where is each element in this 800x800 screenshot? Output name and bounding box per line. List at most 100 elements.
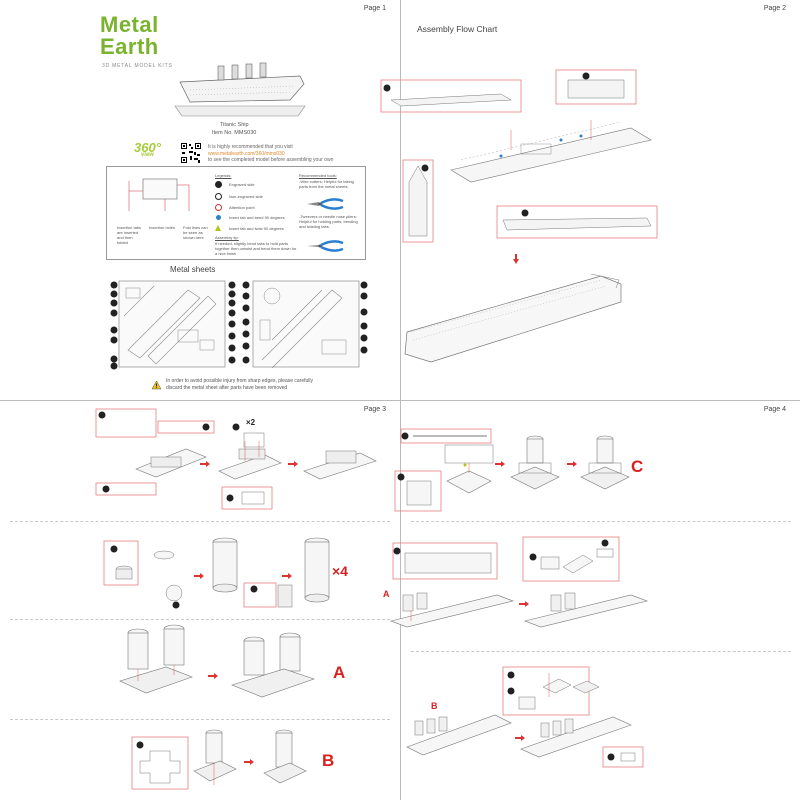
assembly-tip-text: If needed, slightly bend tabs to hold pa… [215, 241, 297, 256]
tool-tweezers: -Tweezers or needle nose pliers: Helpful… [299, 214, 358, 229]
step-12-part [243, 582, 293, 608]
non-engraved-side-icon [215, 193, 222, 200]
step-15-part [394, 470, 442, 512]
section-divider [411, 651, 791, 652]
deck-assembly-with-a [389, 592, 515, 628]
info-url-link[interactable]: www.metalearth.com/360/mms030 [208, 150, 285, 157]
deck-with-c [523, 592, 649, 628]
engraved-side-icon [215, 181, 222, 188]
info-text: It is highly recommended that you visit … [208, 144, 334, 163]
subassembly-c [580, 435, 630, 490]
subassembly-label-b: B [322, 751, 335, 770]
brand-logo: Metal Earth [100, 12, 159, 59]
page-number: Page 4 [763, 406, 786, 413]
deck-completed [520, 716, 632, 758]
hull-assembly-exploded [450, 120, 652, 183]
step-16-part [392, 542, 498, 580]
part-number-markers-center-a [228, 281, 236, 364]
step-arrow [515, 735, 525, 741]
tools-heading: Recommended tools: [299, 173, 337, 178]
view-360-logo: 360° view [134, 140, 161, 158]
step-arrow [244, 759, 254, 765]
funnel-assembly [212, 537, 238, 593]
part-3-box [555, 69, 637, 105]
diagram-label-fold-lines: Fold lines can be seen as shown here [183, 225, 208, 240]
step-19-parts [502, 666, 590, 716]
step-19-result [572, 680, 600, 694]
completed-hull [404, 273, 622, 363]
deck-assembly-with-b [406, 714, 512, 756]
twist-tab-icon [215, 225, 221, 231]
part-2-side-hull [496, 205, 658, 239]
step-5-9-result [303, 450, 377, 480]
step-5-parts [95, 408, 215, 496]
subassembly-label-c: C [631, 457, 644, 476]
page-2: Page 2 Assembly Flow Chart [380, 0, 800, 400]
diagram-label-insertion-holes: Insertion holes [149, 225, 176, 230]
page-3: Page 3 ×2 [0, 400, 400, 800]
step-13-assembly [193, 729, 237, 785]
multiplier-x4: ×4 [332, 563, 348, 579]
attach-label-a: A [383, 589, 390, 599]
section-divider [10, 521, 390, 522]
metal-sheet-right [252, 280, 360, 369]
diagram-label-insertion-tabs: Insertion tabs are inserted and then fol… [117, 225, 142, 245]
tab-insertion-diagram [128, 178, 190, 211]
tool-wire-cutters: -Wire cutters: Helpful for taking parts … [299, 179, 354, 189]
section-divider [10, 719, 390, 720]
flow-chart-title: Assembly Flow Chart [417, 24, 498, 34]
step-arrow [200, 461, 210, 467]
page-number: Page 2 [763, 5, 786, 12]
step-arrow [194, 573, 204, 579]
legend-box: Insertion tabs are inserted and then fol… [106, 166, 366, 260]
step-14-15-assembly [444, 444, 494, 494]
step-arrow [282, 573, 292, 579]
step-arrow [288, 461, 298, 467]
step-10-funnel-parts [103, 540, 183, 609]
wire-cutters-icon [307, 198, 344, 210]
page-number: Page 1 [363, 5, 386, 12]
step-20-part [602, 746, 644, 768]
multiplier-x2: ×2 [246, 418, 256, 427]
product-item-number: Item No. MMS030 [212, 130, 257, 136]
subassembly-b [263, 729, 307, 784]
step-14-part [400, 428, 492, 444]
section-divider [10, 619, 390, 620]
step-8-assembly [218, 441, 282, 480]
part-1-hull-deck [380, 79, 522, 113]
assembly-tip-heading: Assembly tip: [215, 235, 239, 240]
subassembly-a [231, 632, 315, 698]
funnel-completed [304, 537, 330, 603]
warning-icon [151, 380, 162, 390]
step-arrow [567, 461, 577, 467]
metal-sheet-left [118, 280, 226, 368]
step-14-15-result [510, 435, 560, 490]
step-arrow [208, 673, 218, 679]
metal-sheets-title: Metal sheets [170, 265, 216, 274]
part-number-markers-center-b [242, 281, 250, 364]
part-number-markers-sheet-left [110, 281, 118, 370]
warning-text: In order to avoid possible injury from s… [166, 378, 314, 391]
bend-tab-icon [216, 215, 221, 220]
pliers-icon [307, 240, 344, 252]
step-arrow [519, 601, 529, 607]
step-13-part [131, 736, 189, 790]
part-4-bow [402, 159, 434, 243]
step-9-part [221, 486, 273, 510]
attention-point-icon [215, 204, 222, 211]
funnel-pair-on-base [119, 624, 193, 694]
titanic-illustration [174, 62, 306, 117]
flow-down-arrow [513, 254, 519, 264]
brand-subtitle: 3D METAL MODEL KITS [102, 63, 173, 69]
legend-heading: Legends: [215, 173, 232, 178]
page-1: Page 1 Metal Earth 3D METAL MODEL KITS T… [0, 0, 400, 400]
subassembly-label-a: A [333, 663, 346, 682]
product-name: Titanic Ship [220, 122, 249, 128]
page-4: Page 4 C A [383, 400, 800, 800]
section-divider [411, 521, 791, 522]
page-number: Page 3 [363, 406, 386, 413]
step-8-part [232, 423, 265, 448]
step-arrow [495, 461, 505, 467]
qr-code-icon [180, 142, 202, 164]
attach-label-b: B [431, 701, 438, 711]
